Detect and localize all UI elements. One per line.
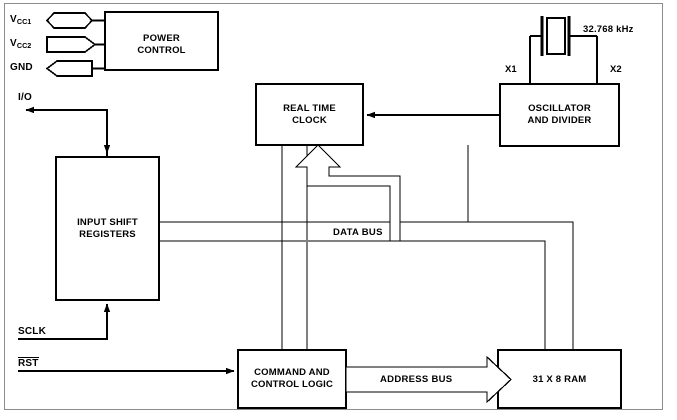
signal-label-sclk: SCLK [18,326,47,337]
wire-io-out [25,106,108,157]
block-arrow-address-bus [345,355,512,404]
pin-label-vcc2: VCC2 [10,38,32,50]
block-real-time-clock [255,83,364,146]
block-input-shift-registers [55,156,160,301]
crystal-body [545,16,567,56]
pin-symbol-vcc1 [45,12,94,29]
block-ram [497,349,622,409]
block-command-control-logic [237,349,347,409]
block-oscillator-divider [499,83,620,147]
pin-label-vcc1: VCC1 [10,14,32,26]
databus-rail-lower-right [308,240,546,350]
block-arrow-to-rtc [294,144,401,242]
signal-label-io: I/O [18,92,32,103]
pin-symbol-vcc2 [46,36,97,53]
node-label-x1: X1 [505,64,517,75]
signal-label-rst: RST [18,357,39,369]
pin-label-gnd: GND [10,62,33,73]
node-label-x2: X2 [610,64,622,75]
block-power-control [104,11,219,71]
annotation-address-bus: ADDRESS BUS [380,374,453,385]
pin-symbol-gnd [45,60,93,77]
figure-border [4,3,663,410]
wire-sclk [18,303,111,340]
annotation-data-bus: DATA BUS [333,227,383,238]
annotation-crystal-frequency: 32.768 kHz [583,24,634,35]
